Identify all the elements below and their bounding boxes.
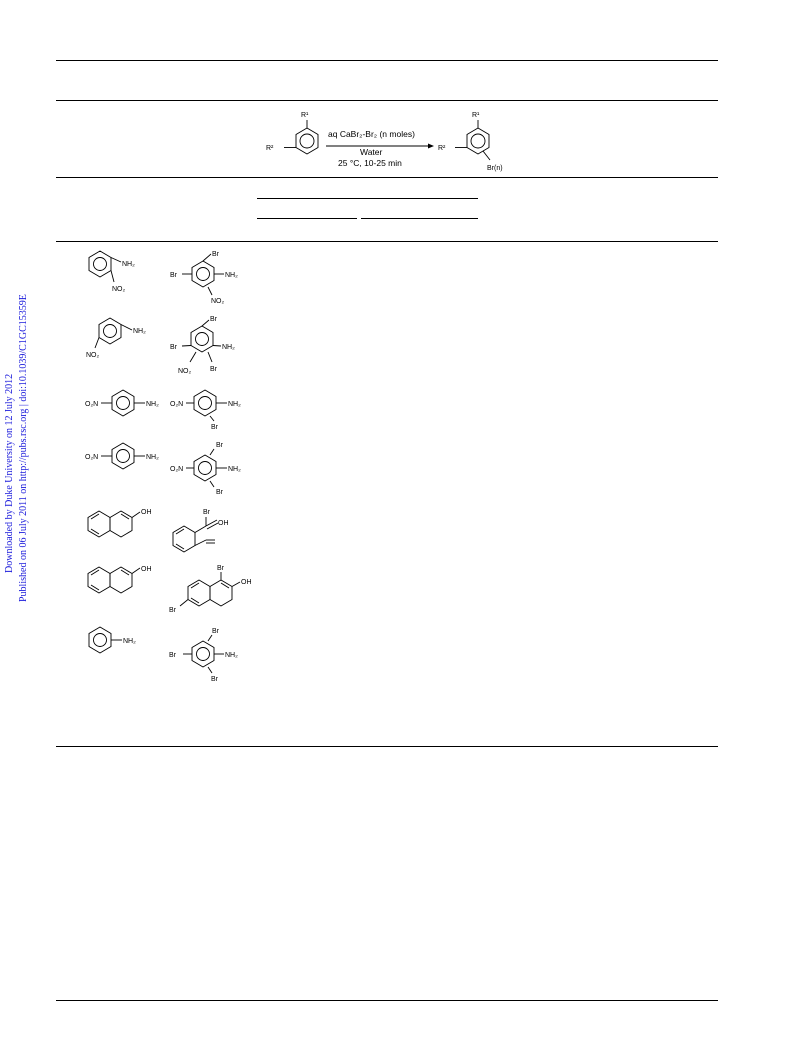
label-br: Br (212, 628, 220, 635)
header-subrule-right (361, 218, 478, 219)
label-br: Br (211, 676, 219, 683)
substrate-3-nitroaniline (94, 317, 133, 349)
substrate-4-nitroaniline-a (101, 389, 145, 417)
label-br: Br (203, 509, 211, 516)
product-benzene (455, 120, 491, 161)
page-bottom-rule (56, 1000, 718, 1001)
scheme-bottom-rule (56, 177, 718, 178)
label-oh: OH (241, 579, 252, 586)
reactant-r1: R¹ (301, 112, 309, 119)
label-br: Br (170, 272, 178, 279)
product-tribromo-nitroaniline (181, 319, 222, 363)
label-nh2: NH₂ (146, 454, 159, 461)
product-bromo-nitroaniline (186, 389, 227, 422)
substrate-2-naphthol-b (87, 566, 141, 594)
label-nh2: NH₂ (222, 344, 235, 351)
table-bottom-rule (56, 746, 718, 747)
label-no2: NO₂ (112, 286, 126, 293)
product-brn: Br(n) (487, 165, 503, 172)
label-nh2: NH₂ (225, 272, 238, 279)
substrate-2-nitroaniline (88, 250, 122, 283)
product-r1: R¹ (472, 112, 480, 119)
table-top-rule (56, 60, 718, 61)
label-o2n: O₂N (170, 466, 183, 473)
label-no2: NO₂ (211, 298, 225, 305)
product-r2: R² (438, 145, 446, 152)
solvent-label: Water (360, 147, 383, 157)
label-br: Br (212, 251, 220, 258)
label-br: Br (216, 442, 224, 449)
substrate-2-naphthol-a (87, 510, 141, 538)
scheme-top-rule (56, 100, 718, 101)
substrate-4-nitroaniline-b (101, 442, 145, 470)
conditions-label: 25 °C, 10-25 min (338, 158, 402, 168)
reactant-benzene (284, 120, 319, 155)
label-br: Br (210, 366, 218, 373)
label-o2n: O₂N (85, 401, 98, 408)
label-nh2: NH₂ (225, 652, 238, 659)
label-br: Br (170, 344, 178, 351)
product-dibromo-nitroaniline (182, 253, 224, 296)
label-nh2: NH₂ (228, 466, 241, 473)
label-br: Br (211, 424, 219, 431)
substrate-aniline (88, 626, 122, 654)
reagent-label: aq CaBr₂-Br₂ (n moles) (328, 129, 415, 139)
label-br: Br (216, 489, 224, 496)
label-oh: OH (218, 520, 229, 527)
label-br: Br (210, 316, 218, 323)
label-nh2: NH₂ (122, 261, 135, 268)
label-nh2: NH₂ (146, 401, 159, 408)
label-nh2: NH₂ (133, 328, 146, 335)
label-oh: OH (141, 509, 152, 516)
label-o2n: O₂N (170, 401, 183, 408)
product-dibromo-4-nitroaniline (186, 448, 227, 488)
label-oh: OH (141, 566, 152, 573)
reactant-r2: R² (266, 145, 274, 152)
product-dibromo-naphthol (179, 572, 241, 607)
label-nh2: NH₂ (123, 638, 136, 645)
label-br: Br (169, 652, 177, 659)
header-span-rule (257, 198, 478, 199)
label-br: Br (217, 565, 225, 572)
label-no2: NO₂ (86, 352, 100, 359)
label-no2: NO₂ (178, 368, 192, 375)
label-br: Br (169, 607, 177, 614)
label-nh2: NH₂ (228, 401, 241, 408)
product-bromo-naphthol-open (172, 517, 219, 553)
product-tribromoaniline (183, 634, 224, 674)
header-subrule-left (257, 218, 357, 219)
label-o2n: O₂N (85, 454, 98, 461)
header-bottom-rule (56, 241, 718, 242)
